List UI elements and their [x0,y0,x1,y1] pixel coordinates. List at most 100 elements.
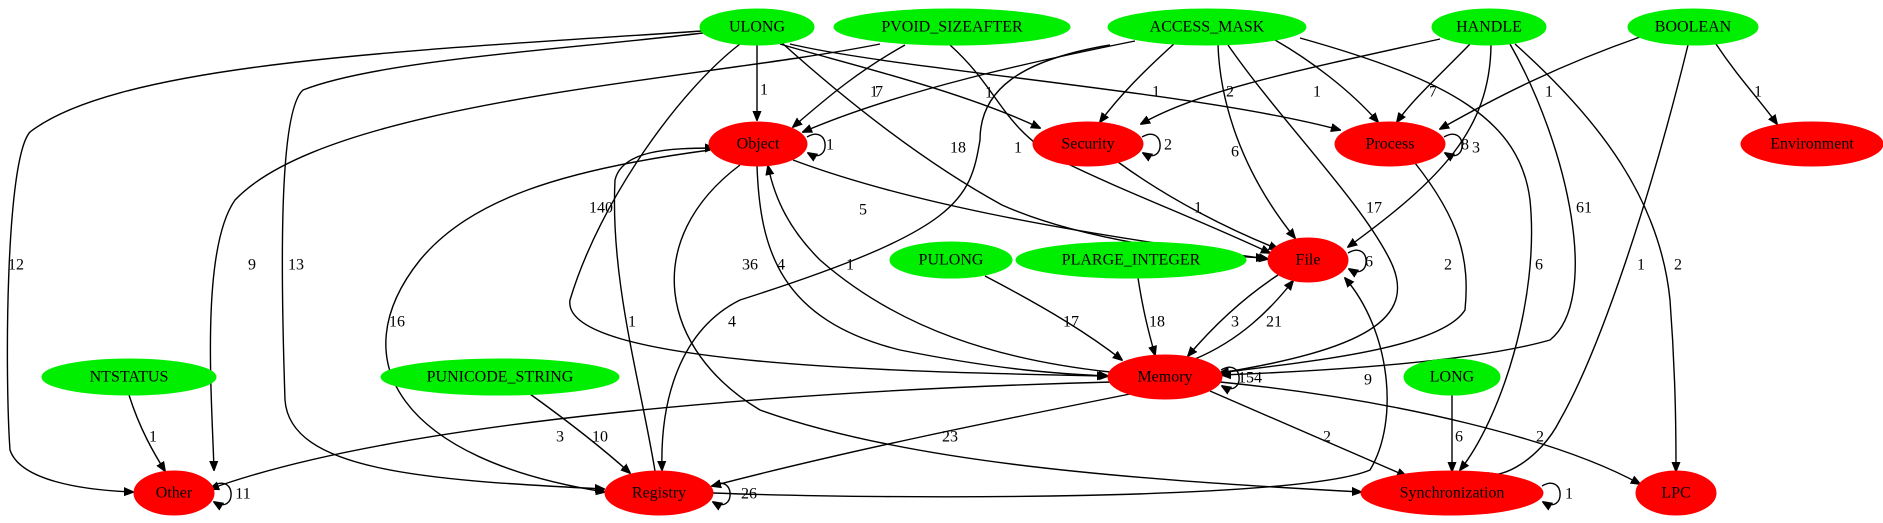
category-node-shape [1107,354,1223,400]
node-plarge-integer: PLARGE_INTEGER [1015,241,1247,279]
category-node-shape [1635,470,1717,516]
edge-access_mask-to-registry: 36 [662,44,1111,470]
edge-label: 17 [1366,200,1382,217]
edge-label: 2 [1444,257,1452,274]
edge-memory-to-other: 3 [210,381,1113,489]
edge-line [793,44,906,127]
edge-label: 18 [950,140,966,157]
edge-line [1220,162,1467,373]
edge-label: 4 [728,314,736,331]
edge-line [1137,277,1155,355]
edge-label: 1 [826,137,834,154]
edge-memory-to-registry: 23 [712,393,1131,486]
edge-file-to-memory: 3 [1188,274,1279,356]
edge-pvoid_sizeafter-to-object: 1 [793,44,906,127]
edge-ulong-to-process: 7 [789,43,1340,130]
edge-label: 1 [1754,84,1762,101]
node-label: PULONG [919,252,984,269]
edge-registry-to-object: 1 [613,148,714,472]
edge-line [210,43,881,470]
node-label: BOOLEAN [1655,19,1732,36]
edge-other-to-other: 11 [213,482,251,505]
edge-label: 1 [628,314,636,331]
edge-access_mask-to-object [803,40,1136,132]
edge-label: 5 [859,202,867,219]
node-label: Memory [1137,369,1192,386]
edge-handle-to-lpc: 2 [1514,43,1682,471]
node-label: Security [1061,136,1114,153]
node-pulong: PULONG [889,241,1013,279]
edge-line [1194,281,1293,360]
edge-label: 9 [248,257,256,274]
edge-label: 1 [870,84,878,101]
edge-line [662,44,1111,470]
category-node-shape [1334,121,1446,167]
edge-label: 1 [1565,486,1573,503]
edge-ulong-to-security: 1 [779,43,1040,128]
node-synchronization: Synchronization [1360,470,1544,516]
node-label: Registry [632,485,686,502]
edge-line [613,148,714,472]
edge-ulong-to-memory: 140 [569,43,1106,376]
edge-line [781,42,1265,258]
edge-label: 1 [985,85,993,102]
edge-label: 2 [1226,84,1234,101]
node-label: PLARGE_INTEGER [1062,252,1201,269]
edge-long-to-synchronization: 6 [1452,395,1463,471]
edge-line [1348,249,1367,272]
edge-label: 7 [875,84,883,101]
node-security: Security [1032,121,1144,167]
edge-label: 61 [1576,200,1592,217]
edge-line [213,482,232,505]
edge-access_mask-to-synchronization: 6 [1299,37,1543,470]
edge-object-to-registry: 16 [385,149,711,492]
edge-label: 1 [1194,200,1202,217]
edge-object-to-synchronization: 4 [673,164,1361,492]
node-punicode-string: PUNICODE_STRING [380,358,620,396]
edge-memory-to-object: 1 [768,166,1111,373]
edge-line [673,164,1361,492]
type-node-shape [1431,8,1547,46]
node-memory: Memory [1107,354,1223,400]
node-label: Object [737,136,780,153]
edge-label: 2 [1674,257,1682,274]
node-long: LONG [1403,358,1501,396]
edge-punicode_string-to-registry: 10 [529,393,630,473]
edge-line [128,394,165,471]
edge-memory-to-lpc: 2 [1219,381,1640,484]
edge-line [210,381,1113,489]
node-label: Other [156,485,193,502]
node-ulong: ULONG [699,8,815,46]
node-other: Other [133,470,215,516]
edge-line [1141,38,1441,124]
edge-line [1209,390,1406,476]
edge-line [1217,44,1295,238]
edge-line [1514,43,1676,471]
category-node-shape [604,470,714,516]
edge-security-to-file: 1 [1117,161,1278,249]
edge-plarge_integer-to-memory: 18 [1137,277,1165,355]
edge-label: 1 [760,82,768,99]
node-registry: Registry [604,470,714,516]
edge-memory-to-synchronization: 2 [1209,390,1406,476]
edge-line [1440,36,1641,129]
edge-line [756,165,1108,376]
edge-object-to-object: 1 [807,133,834,156]
edge-ntstatus-to-other: 1 [128,394,165,471]
node-label: ACCESS_MASK [1150,19,1265,36]
category-node-shape [1267,237,1349,283]
edge-line [1100,42,1176,122]
edge-boolean-to-environment: 1 [1715,43,1777,124]
type-node-shape [1107,8,1307,46]
edge-label: 1 [1014,140,1022,157]
edge-synchronization-to-synchronization: 1 [1542,482,1573,505]
edge-line [385,149,711,492]
node-label: ULONG [729,19,785,36]
edge-process-to-process: 8 [1444,133,1469,156]
type-node-shape [41,358,217,396]
edge-line [1397,43,1471,122]
edge-label: 6 [1365,254,1373,271]
category-node-shape [1032,121,1144,167]
node-label: Process [1366,136,1415,153]
